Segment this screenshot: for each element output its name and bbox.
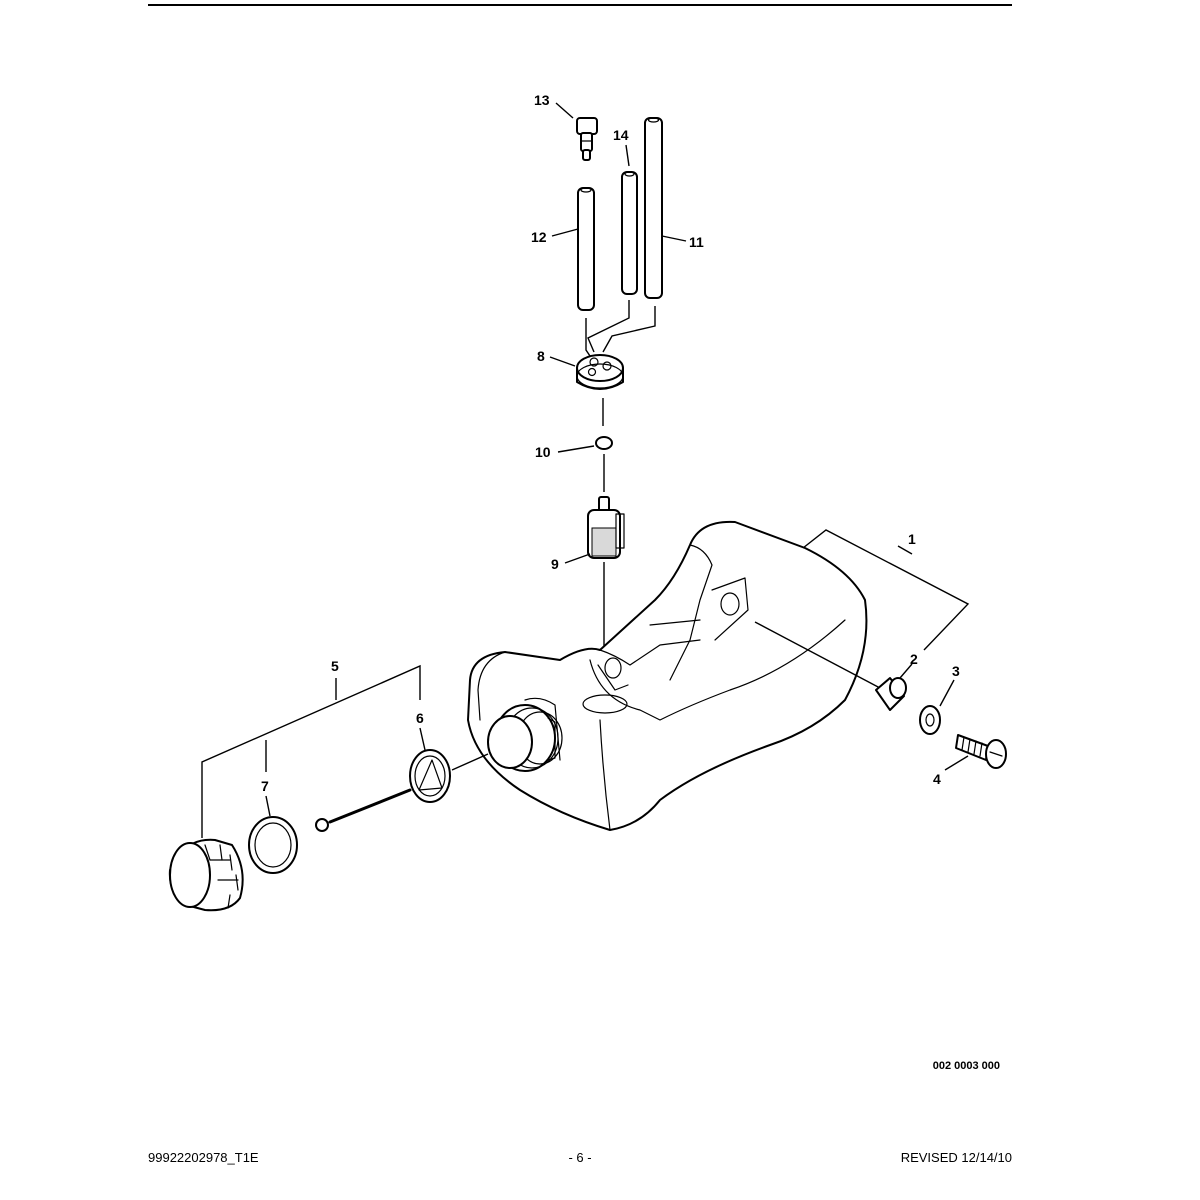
- callout-5: 5: [331, 658, 339, 674]
- diagram-reference-code: 002 0003 000: [932, 1060, 1000, 1072]
- part-8-grommet: [576, 354, 624, 390]
- callout-14: 14: [613, 127, 629, 143]
- part-6-gasket-strap: [315, 749, 489, 832]
- callout-4: 4: [933, 771, 941, 787]
- part-7-ring: [248, 816, 298, 874]
- part-12-tube: [577, 187, 595, 311]
- callout-7: 7: [261, 778, 269, 794]
- callout-2: 2: [910, 651, 918, 667]
- tube-connector-lines: [585, 300, 656, 357]
- part-4-screw: [955, 734, 1007, 769]
- callout-numbers: 13 14 12 11 8 10 9 1 2 3 4 5 6 7: [261, 92, 960, 794]
- callout-13: 13: [534, 92, 550, 108]
- part-9-fuel-filter: [587, 496, 625, 559]
- tank-filler-neck: [487, 704, 563, 772]
- callout-3: 3: [952, 663, 960, 679]
- part-11-tube: [644, 117, 663, 299]
- part-14-tube: [621, 171, 638, 295]
- top-rule: [148, 4, 1012, 6]
- footer-page-number: - 6 -: [568, 1150, 592, 1165]
- part-13-fitting: [576, 117, 598, 161]
- callout-1: 1: [908, 531, 916, 547]
- callout-11: 11: [689, 234, 704, 250]
- footer-revision: REVISED 12/14/10: [900, 1150, 1012, 1165]
- footer-document-id: 99922202978_T1E: [148, 1150, 259, 1165]
- part-2-spacer: [875, 677, 907, 711]
- callout-leaders: [201, 102, 970, 838]
- callout-12: 12: [531, 229, 547, 245]
- callout-6: 6: [416, 710, 424, 726]
- part-10-oring: [595, 436, 613, 450]
- part-3-washer: [919, 705, 941, 735]
- callout-10: 10: [535, 444, 551, 460]
- part-1-fuel-tank: [467, 520, 868, 831]
- callout-8: 8: [537, 348, 545, 364]
- callout-9: 9: [551, 556, 559, 572]
- part-5-fuel-cap: [168, 838, 244, 912]
